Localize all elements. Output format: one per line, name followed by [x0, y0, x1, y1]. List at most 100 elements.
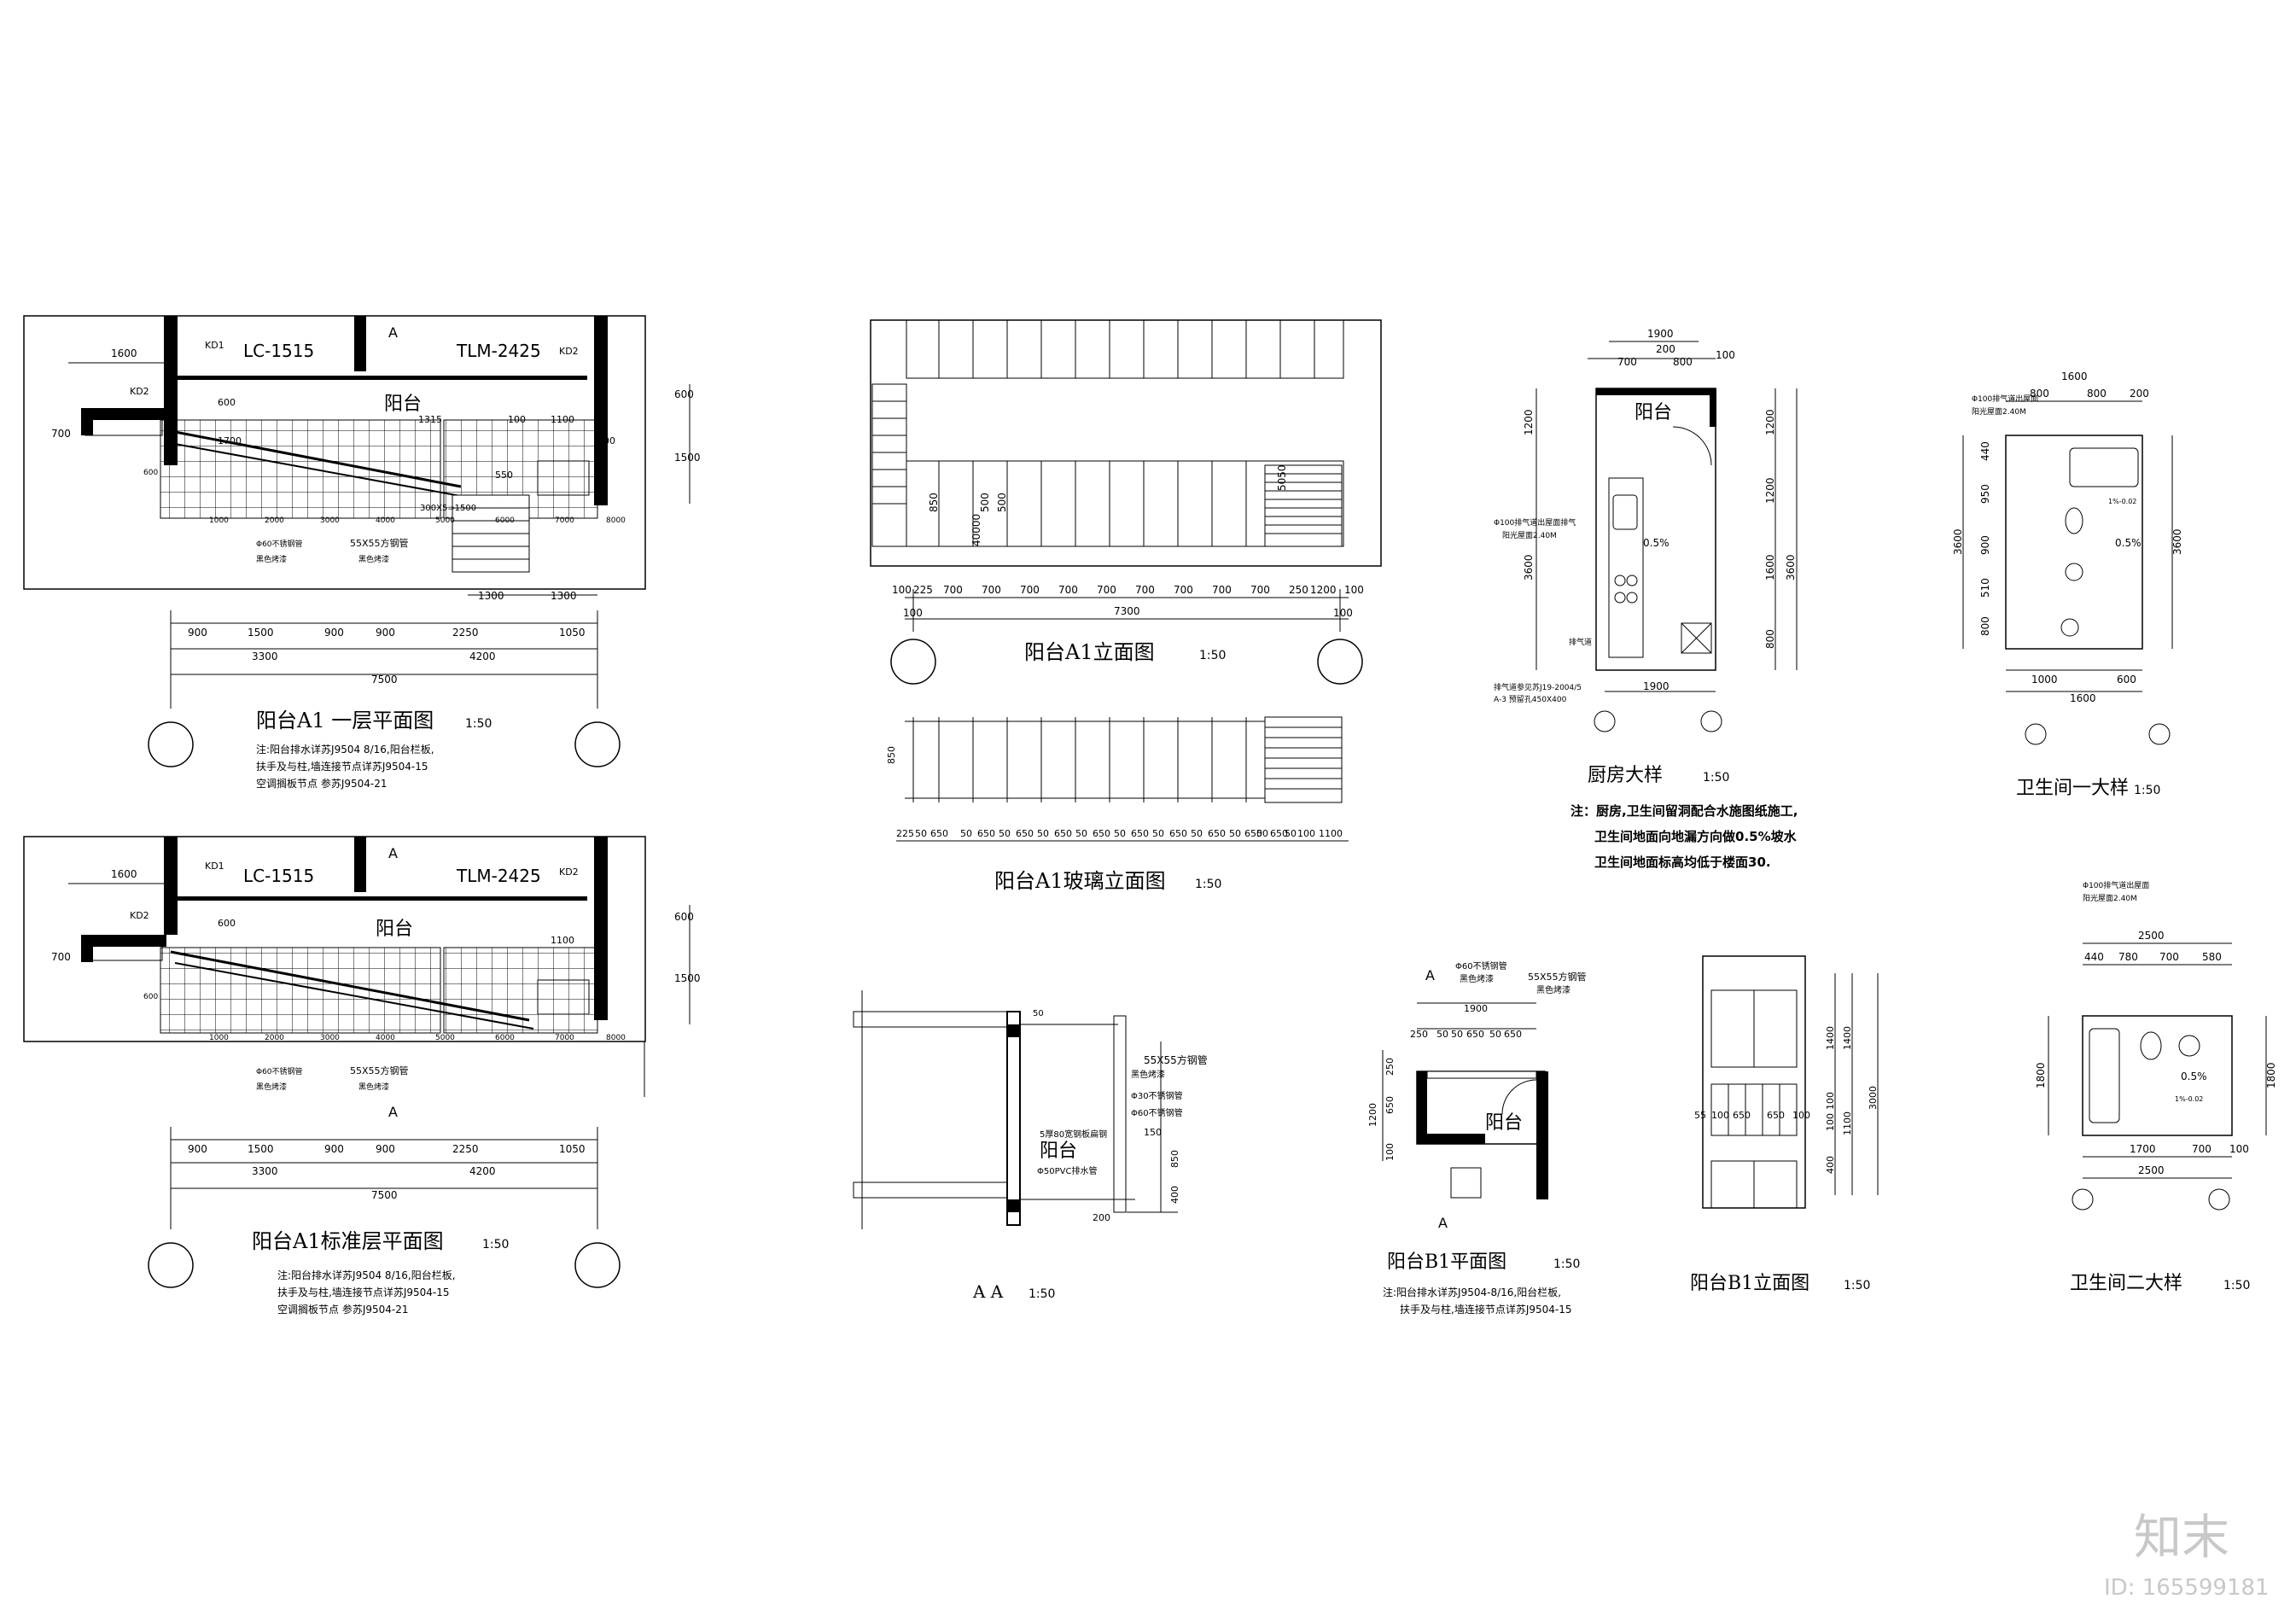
note-line: 扶手及与柱,墙连接节点详苏J9504-15 — [277, 1286, 450, 1298]
dim: 600 — [218, 397, 236, 408]
dim: 1800 — [2035, 1062, 2047, 1088]
dim: 650 — [1208, 828, 1226, 839]
dim: 2250 — [452, 1143, 479, 1155]
dim: 50 — [1285, 828, 1297, 839]
dim: 1200 — [1310, 584, 1337, 596]
dim: 4200 — [469, 1165, 496, 1177]
kitchen-footnote: 卫生间地面向地漏方向做0.5%坡水 — [1594, 829, 1798, 844]
b1-note: 黑色烤漆 — [1536, 984, 1570, 995]
dim: 1500 — [674, 452, 701, 464]
dim: 50 — [1256, 828, 1268, 839]
dim: 50 — [1229, 828, 1241, 839]
dim: 600 — [218, 918, 236, 929]
dim: 100 — [1825, 1092, 1836, 1110]
room-label: 阳台 — [1635, 402, 1672, 423]
dim: 1500 — [248, 627, 274, 639]
dim: 1300 — [551, 590, 577, 602]
dim: 700 — [1617, 356, 1637, 368]
rail-note: 55X55方钢管 — [350, 537, 409, 549]
bath-note: 1%-0.02 — [2175, 1095, 2203, 1103]
note-line: 注:阳台排水详苏J9504 8/16,阳台栏板, — [256, 743, 434, 756]
dim: 510 — [1979, 578, 1991, 598]
dim: 850 — [886, 746, 897, 764]
drawing-title: 阳台B1平面图 — [1387, 1252, 1506, 1273]
dim: 1200 — [1764, 409, 1776, 435]
tick: 5000 — [435, 1034, 455, 1042]
dim: 900 — [188, 627, 207, 639]
dim: 100 — [1297, 828, 1315, 839]
dim: 50 — [915, 828, 927, 839]
tick: 3000 — [320, 1034, 340, 1042]
dim: 50 — [960, 828, 972, 839]
dim: 440 — [1979, 441, 1991, 461]
dim: 50 — [1152, 828, 1164, 839]
dim: 1700 — [2130, 1143, 2156, 1155]
dim: 1100 — [1842, 1111, 1853, 1135]
kitchen-note: A-3 预留孔450X400 — [1494, 694, 1567, 704]
dim: 650 — [1733, 1110, 1751, 1121]
dim: 800 — [1979, 616, 1991, 636]
rail-note: Φ60不锈钢管 — [256, 1066, 303, 1076]
drawing-title: A A — [972, 1281, 1004, 1302]
kitchen-footnote: 卫生间地面标高均低于楼面30. — [1594, 855, 1771, 870]
tick: 6000 — [495, 1034, 515, 1042]
dim: 1900 — [1647, 328, 1674, 340]
tick: 8000 — [606, 516, 626, 525]
dim: 1100 — [551, 935, 574, 946]
kd1-label: KD1 — [205, 340, 224, 351]
elevation-a1: 100 225 700 700 700 700 700 700 700 700 … — [870, 319, 1382, 685]
axis-label: A — [388, 845, 398, 861]
drawing-scale: 1:50 — [2134, 784, 2160, 797]
note-line: 空调搁板节点 参苏J9504-21 — [277, 1303, 409, 1316]
dim: 700 — [51, 428, 71, 440]
section-note: 黑色烤漆 — [1131, 1069, 1165, 1080]
dim: 100 — [1792, 1110, 1810, 1121]
dim: 100 — [1711, 1110, 1729, 1121]
watermark-brand: 知末 — [2134, 1510, 2229, 1566]
section-aa: 55X55方钢管 黑色烤漆 Φ30不锈钢管 Φ60不锈钢管 5厚80宽钢板扁钢 … — [853, 990, 1208, 1302]
dim: 7500 — [371, 1189, 398, 1201]
elevation-a1-glass: 225 50 650 50 650 50 650 50 650 50 650 5… — [886, 716, 1349, 893]
dim: 700 — [51, 951, 71, 963]
dim: 1900 — [1464, 1003, 1488, 1014]
dim: 50 — [1075, 828, 1087, 839]
axis-label: A — [1438, 1215, 1448, 1231]
tick: 4000 — [376, 516, 395, 525]
dim: 100 — [1333, 607, 1353, 619]
dim: 50 — [999, 828, 1011, 839]
dim: 550 — [495, 470, 513, 481]
dim: 1800 — [2265, 1062, 2277, 1088]
plan-b1: Φ60不锈钢管 黑色烤漆 55X55方钢管 黑色烤漆 阳台 A A 1900 2… — [1367, 960, 1587, 1316]
axis-label: A — [388, 324, 398, 341]
window-label: LC-1515 — [243, 341, 314, 361]
dim: 500 — [996, 493, 1008, 512]
dim: 900 — [376, 1143, 395, 1155]
dim: 55 — [1694, 1110, 1706, 1121]
dim: 100 — [1384, 1143, 1396, 1161]
dim: 1200 — [1367, 1103, 1378, 1127]
dim: 100 — [1716, 349, 1735, 361]
dim: 800 — [1764, 629, 1776, 649]
drawing-title: 阳台A1立面图 — [1024, 640, 1155, 664]
drawing-title: 厨房大样 — [1588, 765, 1663, 786]
dim: 2500 — [2138, 930, 2165, 942]
dim: 700 — [2192, 1143, 2212, 1155]
dim: 600 — [2117, 674, 2136, 686]
dim: 650 — [930, 828, 948, 839]
dim: 100 — [1344, 584, 1364, 596]
dim: 3000 — [1868, 1086, 1879, 1110]
dim: 650 — [1244, 828, 1262, 839]
tick: 2000 — [265, 516, 284, 525]
tick: 1000 — [209, 516, 229, 525]
tick: 7000 — [555, 1034, 574, 1042]
drawing-title: 卫生间一大样 — [2016, 778, 2129, 799]
dim: 650 — [1169, 828, 1187, 839]
dim: 650 — [1270, 828, 1288, 839]
tick: 8000 — [606, 1034, 626, 1042]
dim: 650 — [1016, 828, 1034, 839]
dim: 700 — [1135, 584, 1155, 596]
dim: 1100 — [551, 414, 574, 425]
dim: 850 — [928, 493, 940, 512]
dim: 250 — [1410, 1029, 1428, 1040]
tick: 2000 — [265, 1034, 284, 1042]
